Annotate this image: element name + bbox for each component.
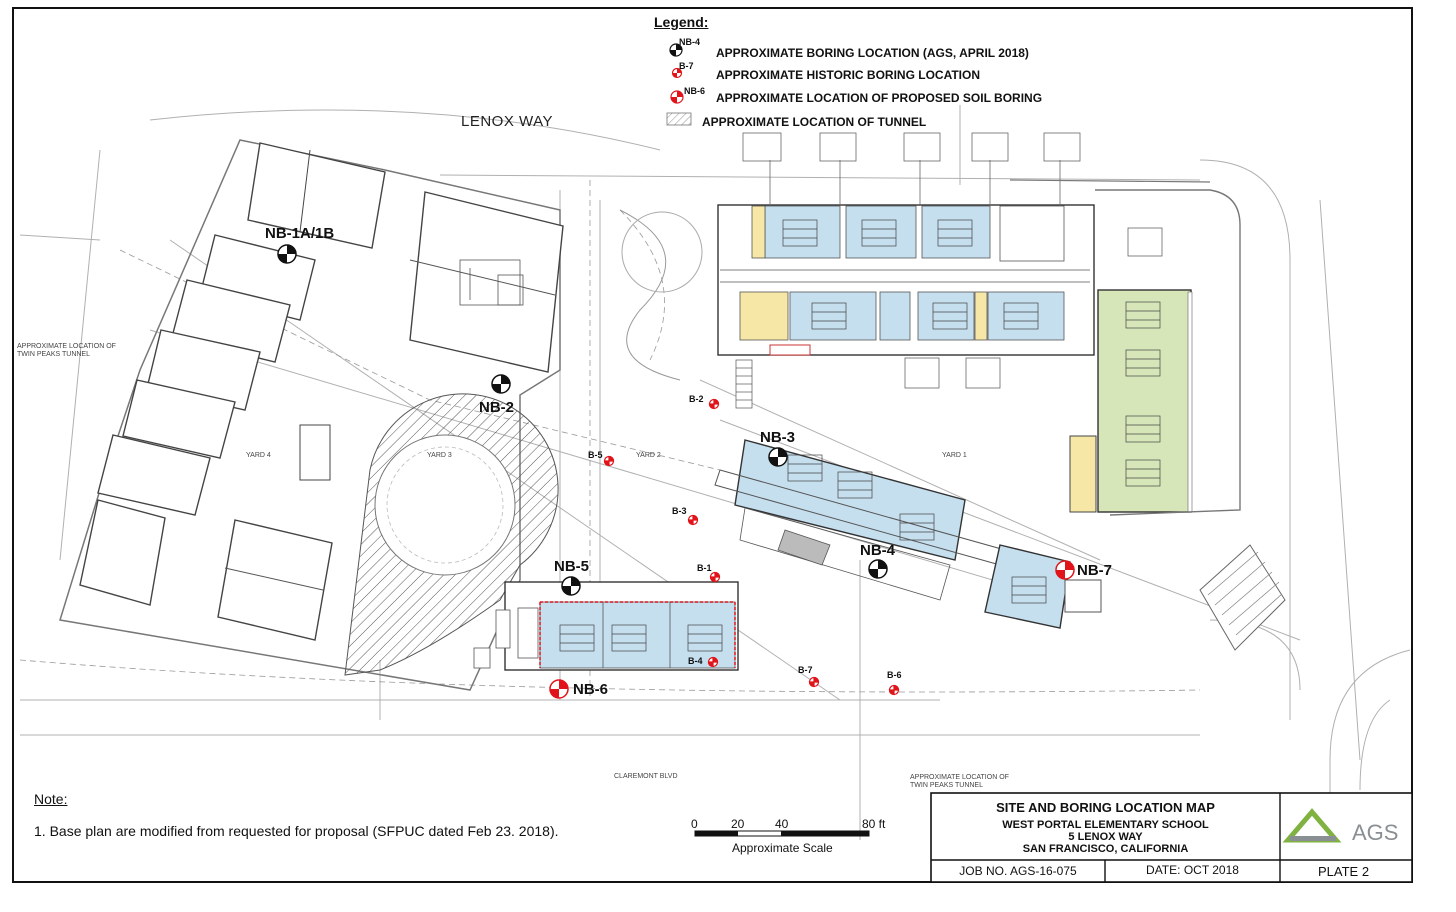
- legend-item-3-text: APPROXIMATE LOCATION OF PROPOSED SOIL BO…: [716, 91, 1043, 105]
- boring-nb-5-label: NB-5: [554, 558, 590, 575]
- scale-caption: Approximate Scale: [732, 841, 833, 855]
- boring-b-6-label: B-6: [887, 670, 902, 680]
- tunnel-label-bottom: APPROXIMATE LOCATION OF TWIN PEAKS TUNNE…: [910, 774, 1009, 789]
- street-label-lenox-way: LENOX WAY: [461, 113, 554, 130]
- legend-item-3-symbol-label: NB-6: [684, 86, 706, 96]
- scale-tick-80ft: 80 ft: [862, 817, 886, 831]
- scale-tick-20: 20: [731, 817, 745, 831]
- boring-b-1-icon[interactable]: [709, 571, 721, 583]
- scale-tick-40: 40: [775, 817, 789, 831]
- yard-4-label: YARD 4: [246, 452, 271, 459]
- legend-item-2-text: APPROXIMATE HISTORIC BORING LOCATION: [716, 68, 981, 82]
- title-block-date: DATE: OCT 2018: [1146, 863, 1239, 877]
- note-heading: Note:: [34, 791, 68, 807]
- sheet-border: [12, 7, 1413, 883]
- boring-nb-6-label: NB-6: [573, 681, 609, 698]
- boring-nb-2-label: NB-2: [479, 399, 515, 416]
- note-item-1: 1. Base plan are modified from requested…: [34, 823, 559, 839]
- boring-b-5-label: B-5: [588, 450, 603, 460]
- boring-nb-6-icon[interactable]: [549, 679, 569, 699]
- boring-b-2-icon[interactable]: [708, 398, 720, 410]
- boring-b-3-label: B-3: [672, 506, 687, 516]
- boring-b-1-label: B-1: [697, 563, 712, 573]
- boring-nb-4-icon[interactable]: [868, 559, 888, 579]
- boring-nb-2-icon[interactable]: [491, 374, 511, 394]
- yard-2-label: YARD 2: [636, 452, 661, 459]
- boring-nb-5-icon[interactable]: [561, 576, 581, 596]
- legend-ags-boring-icon: [669, 43, 683, 57]
- boring-b-7-label: B-7: [798, 665, 813, 675]
- title-block-address: 5 LENOX WAY: [1068, 831, 1143, 843]
- boring-b-2-label: B-2: [689, 394, 704, 404]
- scale-tick-0: 0: [691, 817, 698, 831]
- scale-bar: [694, 830, 870, 837]
- legend-tunnel-swatch: [666, 112, 692, 126]
- boring-b-5-icon[interactable]: [603, 455, 615, 467]
- ags-logo-text: AGS: [1352, 820, 1399, 845]
- boring-b-4-label: B-4: [688, 656, 703, 666]
- title-block-title: SITE AND BORING LOCATION MAP: [996, 800, 1215, 815]
- street-label-claremont-blvd: CLAREMONT BLVD: [614, 773, 678, 780]
- boring-nb-3-icon[interactable]: [768, 447, 788, 467]
- yard-1-label: YARD 1: [942, 452, 967, 459]
- legend-item-1-text: APPROXIMATE BORING LOCATION (AGS, APRIL …: [716, 46, 1029, 60]
- boring-b-4-icon[interactable]: [707, 656, 719, 668]
- boring-nb-7-icon[interactable]: [1055, 560, 1075, 580]
- boring-nb-4-label: NB-4: [860, 542, 896, 559]
- legend-historic-boring-icon: [671, 67, 683, 79]
- tunnel-label-left: APPROXIMATE LOCATION OF TWIN PEAKS TUNNE…: [17, 343, 116, 358]
- boring-nb-3-label: NB-3: [760, 429, 796, 446]
- boring-nb-1a1b-label: NB-1A/1B: [265, 225, 335, 242]
- legend-proposed-boring-icon: [670, 90, 684, 104]
- title-block-plate: PLATE 2: [1318, 864, 1370, 879]
- title-block-city: SAN FRANCISCO, CALIFORNIA: [1022, 843, 1189, 855]
- legend-title: Legend:: [654, 14, 709, 30]
- legend-item-1-symbol-label: NB-4: [679, 37, 701, 47]
- boring-nb-1a1b-icon[interactable]: [277, 244, 297, 264]
- boring-b-7-icon[interactable]: [808, 676, 820, 688]
- building-diagonal: [734, 439, 966, 561]
- yard-3-label: YARD 3: [427, 452, 452, 459]
- legend-item-2-symbol-label: B-7: [679, 61, 694, 71]
- building-a-library: [1097, 289, 1192, 513]
- ags-logo-icon: [1282, 808, 1342, 843]
- boring-nb-7-label: NB-7: [1077, 562, 1113, 579]
- legend-item-4-text: APPROXIMATE LOCATION OF TUNNEL: [702, 115, 927, 129]
- title-block-project: WEST PORTAL ELEMENTARY SCHOOL: [1002, 819, 1209, 831]
- title-block-job-no: JOB NO. AGS-16-075: [959, 864, 1077, 878]
- boring-b-3-icon[interactable]: [687, 514, 699, 526]
- boring-b-6-icon[interactable]: [888, 684, 900, 696]
